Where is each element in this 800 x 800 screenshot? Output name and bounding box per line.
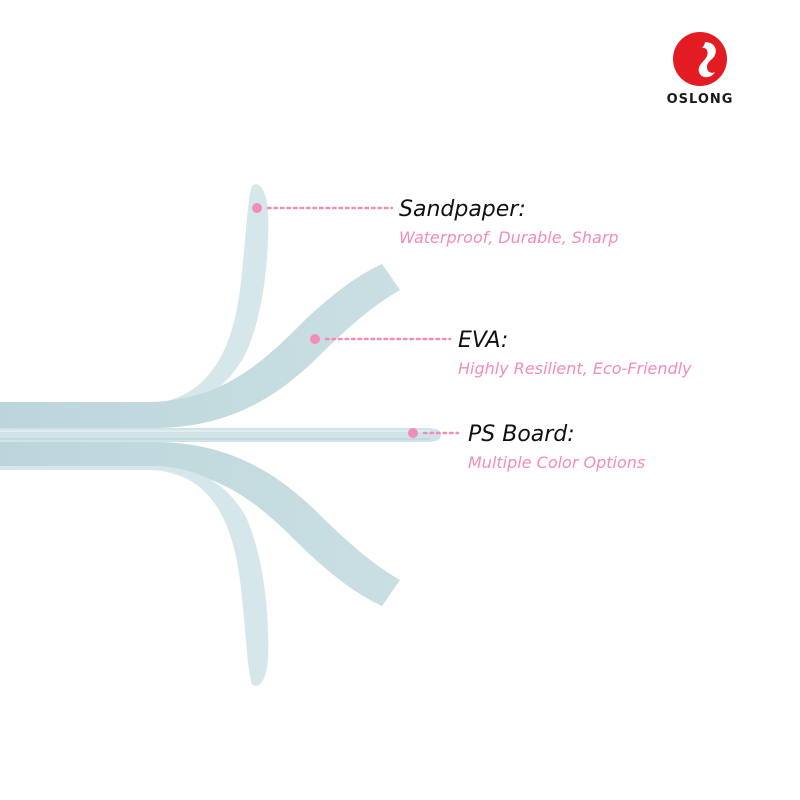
ps-board-leader [408, 428, 460, 438]
ps-board-title: PS Board: [468, 422, 575, 447]
sandpaper-description: Waterproof, Durable, Sharp [399, 228, 619, 247]
eva-top-layer [0, 264, 400, 428]
sandpaper-leader [252, 203, 394, 213]
brand-logo: OSLONG [655, 30, 745, 110]
sandpaper-bottom-layer [0, 466, 269, 686]
sandpaper-label: Sandpaper: Waterproof, Durable, Sharp [399, 197, 619, 249]
eva-description: Highly Resilient, Eco-Friendly [458, 359, 692, 378]
brand-name: OSLONG [666, 92, 734, 107]
eva-title: EVA: [458, 328, 509, 353]
ps-board-layer [0, 428, 441, 442]
eva-leader [310, 334, 452, 344]
eva-label: EVA: Highly Resilient, Eco-Friendly [458, 328, 692, 380]
ps-board-description: Multiple Color Options [468, 453, 646, 472]
sandpaper-top-layer [0, 184, 269, 410]
eva-bottom-layer [0, 442, 400, 606]
sandpaper-title: Sandpaper: [399, 197, 526, 222]
swan-logo-icon [673, 32, 727, 86]
ps-board-label: PS Board: Multiple Color Options [468, 422, 645, 474]
